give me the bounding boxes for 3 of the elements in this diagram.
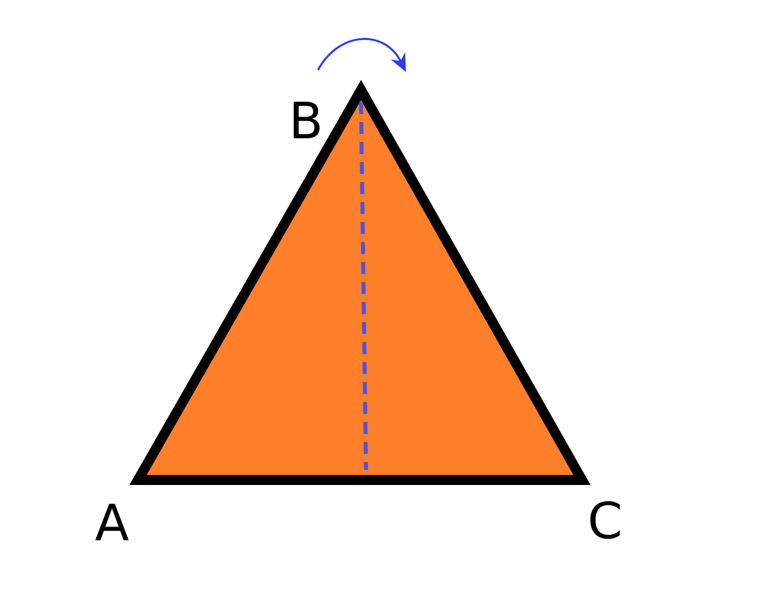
vertex-label: A xyxy=(95,504,129,540)
vertex-label: B xyxy=(294,102,320,138)
vertex-label: C xyxy=(590,501,620,539)
